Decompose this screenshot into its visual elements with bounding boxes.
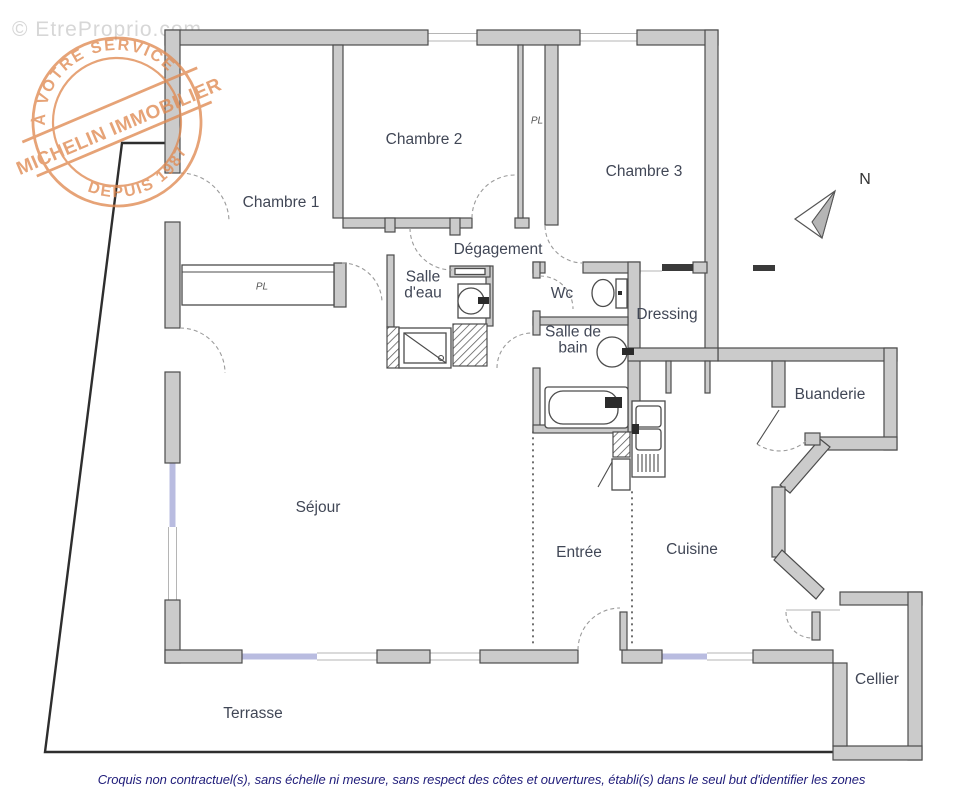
- room-label-salle-deau: Salle d'eau: [404, 268, 442, 302]
- shower-icon: [398, 327, 452, 369]
- room-label-degagement: Dégagement: [453, 240, 543, 258]
- room-label-dressing: Dressing: [636, 305, 698, 323]
- site-watermark: © EtreProprio.com: [12, 18, 203, 41]
- room-label-chambre3: Chambre 3: [605, 162, 683, 180]
- room-label-sejour: Séjour: [295, 498, 341, 516]
- exterior-walls: [164, 29, 923, 761]
- room-label-entree: Entrée: [556, 543, 602, 561]
- windows-glazed: [169, 463, 707, 660]
- north-arrow-icon: [793, 189, 837, 240]
- closet-label-pl-chambre3: PL: [530, 115, 544, 127]
- room-label-terrasse: Terrasse: [223, 704, 283, 722]
- terrace-outline: [43, 141, 833, 754]
- room-label-chambre2: Chambre 2: [385, 130, 463, 148]
- duct-hatching: [386, 323, 631, 458]
- room-label-salle-de-bain: Salle de bain: [544, 323, 601, 357]
- room-label-cuisine: Cuisine: [666, 540, 718, 558]
- toilet-icon: [591, 278, 628, 309]
- entry-zone-dotted-lines: [532, 431, 633, 649]
- closet-pl-chambre1: [181, 264, 335, 306]
- washbasin-salle-de-bain-icon: [596, 336, 634, 368]
- washbasin-salle-deau-icon: [457, 283, 491, 319]
- bathtub-icon: [544, 386, 629, 429]
- interior-walls: [332, 44, 821, 651]
- compass-north-label: N: [859, 171, 871, 188]
- room-label-wc: Wc: [550, 284, 574, 302]
- kitchen-sink-icon: [611, 400, 666, 491]
- closet-label-pl-chambre1: PL: [255, 281, 269, 293]
- room-label-cellier: Cellier: [855, 670, 899, 688]
- plan-caption: Croquis non contractuel(s), sans échelle…: [97, 772, 866, 787]
- room-label-buanderie: Buanderie: [794, 385, 866, 403]
- door-arcs: [179, 172, 813, 651]
- windows-thin: [168, 33, 840, 661]
- room-label-chambre1: Chambre 1: [242, 193, 320, 211]
